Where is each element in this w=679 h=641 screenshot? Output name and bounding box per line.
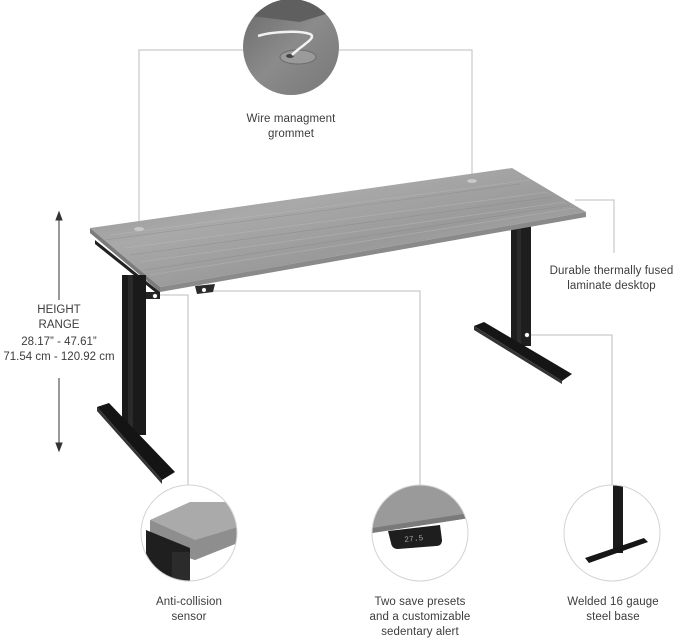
desktop xyxy=(90,168,586,292)
callout-laminate: Durable thermally fused laminate desktop xyxy=(544,264,679,294)
callout-text: steel base xyxy=(586,611,640,623)
callout-grommet: Wire managment grommet xyxy=(231,112,351,142)
callout-lines xyxy=(138,49,615,485)
preset-display: 27.5 xyxy=(404,534,424,545)
steel-leg-icon xyxy=(564,485,660,581)
callout-text: sensor xyxy=(171,611,207,623)
callout-text: Welded 16 gauge xyxy=(567,596,659,608)
callout-text: laminate desktop xyxy=(567,280,656,292)
callout-text: sedentary alert xyxy=(381,626,459,638)
callout-steel-base: Welded 16 gauge steel base xyxy=(557,595,669,625)
left-leg xyxy=(95,240,215,484)
anti-collision-sensor-icon xyxy=(141,485,237,581)
wire-grommet-icon xyxy=(243,0,339,95)
callout-text: Anti-collision xyxy=(156,596,222,608)
callout-presets: Two save presets and a customizable sede… xyxy=(360,595,480,640)
right-leg xyxy=(474,226,572,384)
callout-text: Two save presets xyxy=(374,596,466,608)
height-range-title-1: HEIGHT xyxy=(37,304,81,316)
weld-dot xyxy=(524,332,530,338)
height-range-title-2: RANGE xyxy=(38,319,80,331)
callout-text: Wire managment xyxy=(246,113,336,125)
callout-text: Durable thermally fused xyxy=(549,265,674,277)
callout-anti-collision: Anti-collision sensor xyxy=(139,595,239,625)
callout-text: and a customizable xyxy=(369,611,471,623)
height-range-imperial: 28.17” - 47.61” xyxy=(21,336,97,348)
height-arrow xyxy=(55,210,63,453)
height-range-metric: 71.54 cm - 120.92 cm xyxy=(3,351,115,363)
control-panel-icon: 27.5 xyxy=(372,485,468,581)
height-range-label: HEIGHT RANGE 28.17” - 47.61” 71.54 cm - … xyxy=(0,303,118,365)
callout-text: grommet xyxy=(267,128,315,140)
